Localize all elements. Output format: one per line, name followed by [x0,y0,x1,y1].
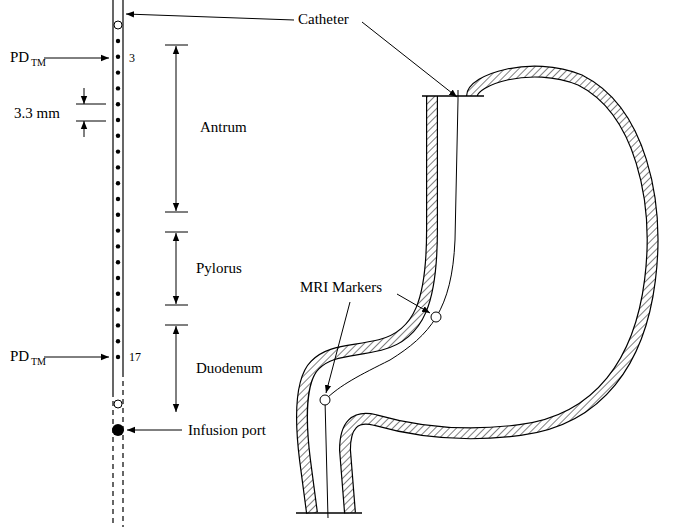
sensor-dot [116,134,120,138]
callout-label: MRI Markers [300,280,382,295]
dimension-marks [76,88,106,137]
pointer-arrow [326,302,350,393]
sensor-dot [116,213,120,217]
cut-lines [296,96,484,513]
pointer-arrow [397,294,430,313]
dimension-label: 3.3 mm [14,106,60,121]
sensor-subscript: TM [31,58,46,68]
catheter-tube [113,0,123,527]
callout-label: Catheter [298,12,349,27]
pointer-arrow [44,357,109,358]
sensor-dot [116,292,120,296]
channel-number: 3 [129,52,135,64]
sensor-dot [116,339,120,343]
region-label: Duodenum [196,361,263,376]
sensor-dot [116,118,120,122]
sensor-label: PD [10,50,29,65]
sensor-dot [116,102,120,106]
sensor-dot [116,149,120,153]
open-sidehole [114,21,122,29]
sensor-subscript: TM [31,357,46,367]
callout-label: Infusion port [188,423,266,438]
mri-marker [431,312,441,322]
sensor-dot [116,228,120,232]
sensor-dot [116,244,120,248]
sensor-dot [116,70,120,74]
pointer-arrow [127,430,182,431]
region-label: Pylorus [196,261,242,276]
sensor-dot [116,86,120,90]
sensor-dot [116,39,120,43]
open-sidehole [114,400,122,408]
sensor-dot [116,55,120,59]
sensor-dot [116,355,120,359]
sensor-dot [116,307,120,311]
sensor-dots [116,39,120,359]
sensor-label: PD [10,349,29,364]
infusion-port [112,424,124,436]
sensor-dot [116,181,120,185]
region-label: Antrum [200,120,247,135]
sensor-dot [116,323,120,327]
sensor-dot [116,197,120,201]
pointer-arrow [126,14,294,20]
sensor-dot [116,260,120,264]
mri-marker [320,395,330,405]
sensor-dot [116,276,120,280]
catheter-in-stomach [325,90,458,518]
region-brackets [165,45,188,412]
sensor-dot [116,165,120,169]
channel-number: 17 [129,351,141,363]
pointer-arrow [44,58,109,59]
pointer-arrow [362,22,457,97]
